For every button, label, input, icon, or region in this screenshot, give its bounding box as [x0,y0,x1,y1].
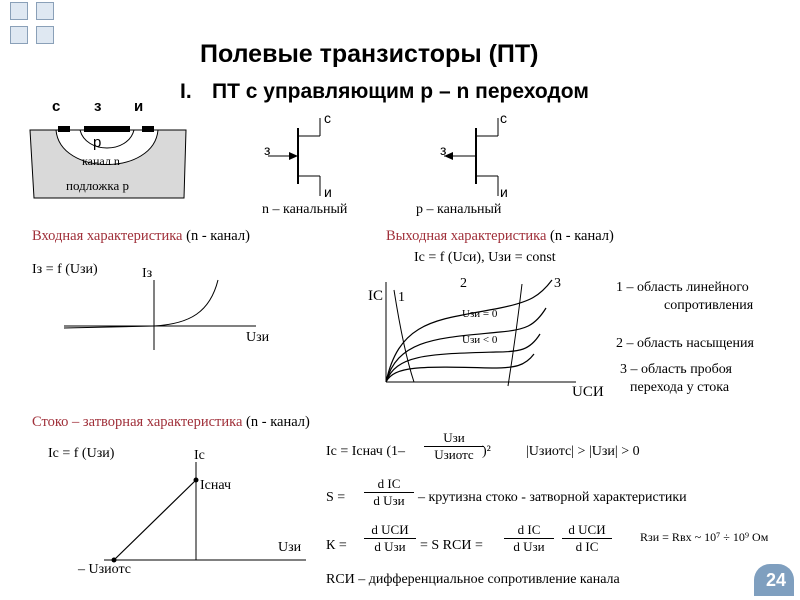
region-2-marker: 2 [460,276,467,291]
subtitle-number: I. [180,80,192,103]
deco-square [10,2,28,20]
structure-label-i: и [134,98,144,115]
deco-square [36,26,54,44]
transfer-char-heading-note: (n - канал) [246,414,310,430]
structure-label-channel: канал n [82,154,120,168]
input-char-formula: Iз = f (Uзи) [32,262,98,277]
transfer-char-heading-text: Стоко – затворная характеристика [32,414,243,430]
page-subtitle: ПТ с управляющим р – n переходом [212,80,589,103]
page-number: 24 [766,570,787,590]
output-char-y-label: IC [368,288,383,304]
drain-contact [142,126,154,132]
channel-resistance-definition: RСИ – дифференциальное сопротивление кан… [326,572,620,587]
input-char-heading-note: (n - канал) [186,228,250,244]
ic-fraction-denominator: Uзиотс [434,447,474,462]
structure-label-substrate: подложка р [66,178,129,193]
transfer-char-formula: Iс = f (Uзи) [48,446,115,461]
transfer-char-plot [104,462,306,563]
n-channel-jfet-symbol [268,118,321,196]
k-equation-fraction-3: d UСИ d IС [562,522,612,555]
output-char-formula: Iс = f (Uси), Uзи = const [414,250,556,265]
structure-label-z: з [94,98,102,115]
gate-contact [84,126,130,132]
curve-label-zero: Uзи = 0 [462,308,498,320]
n-channel-caption: n – канальный [262,202,348,217]
input-char-heading: Входная характеристика (n - канал) [32,228,250,245]
input-char-x-label: Uзи [246,330,270,345]
k-equation-fraction-2: d IС d Uзи [504,522,554,555]
ic-equation: Iс = Iснач (1– [326,444,405,459]
s-fraction-numerator: d IС [364,476,414,493]
input-char-y-label: Iз [142,266,153,281]
deco-square [10,26,28,44]
gate-region [79,129,135,149]
p-channel-caption: р – канальный [416,202,502,217]
transfer-char-heading: Стоко – затворная характеристика (n - ка… [32,414,310,431]
ic-fraction-numerator: Uзи [424,430,484,447]
input-resistance-note: Rзи = Rвх ~ 10⁷ ÷ 10⁹ Ом [640,530,769,544]
legend-region-1-line1: 1 – область линейного [616,280,749,295]
s-equation-fraction: d IС d Uзи [364,476,414,509]
legend-region-1-line2: сопротивления [664,298,754,313]
ic-equation-exponent: )² [482,444,491,459]
curve-label-negative: Uзи < 0 [462,334,498,346]
legend-region-3-line1: 3 – область пробоя [620,362,732,377]
s-equation-lhs: S = [326,490,346,505]
structure-label-c: с [52,98,61,115]
output-char-heading: Выходная характеристика (n - канал) [386,228,614,245]
n-symbol-label-z: з [264,142,271,158]
n-symbol-label-i: и [324,184,332,200]
p-symbol-label-i: и [500,184,508,200]
s-fraction-denominator: d Uзи [373,493,405,508]
jfet-structure-diagram [29,126,187,199]
p-symbol-label-z: з [440,142,447,158]
k-fraction-2-numerator: d IС [504,522,554,539]
transfer-char-x-label: Uзи [278,540,302,555]
output-char-plot [385,279,576,387]
legend-region-3-line2: перехода у стока [630,380,730,395]
k-equation-lhs: К = [326,538,347,553]
s-equation-description: – крутизна стоко - затворной характерист… [418,490,687,505]
region-1-marker: 1 [398,290,405,305]
structure-label-p: р [93,134,102,151]
transfer-char-y-label: Iс [194,448,205,463]
k-fraction-2-denominator: d Uзи [513,539,545,554]
page-title: Полевые транзисторы (ПТ) [200,40,539,68]
output-char-x-label: UСИ [572,384,604,400]
region-3-marker: 3 [554,276,561,291]
p-channel-jfet-symbol [444,118,499,196]
legend-region-2: 2 – область насыщения [616,336,754,351]
k-fraction-3-numerator: d UСИ [562,522,612,539]
output-char-heading-note: (n - канал) [550,228,614,244]
k-fraction-1-numerator: d UСИ [364,522,416,539]
deco-square [36,2,54,20]
output-char-heading-text: Выходная характеристика [386,228,547,244]
ic-equation-fraction: Uзи Uзиотс [424,430,484,463]
transfer-char-isat-label: Iснач [200,478,232,493]
transfer-char-uoff-label: – Uзиотс [78,562,131,577]
page-number-badge: 24 [754,564,794,596]
validity-condition: |Uзиотс| > |Uзи| > 0 [526,444,640,459]
source-contact [58,126,70,132]
p-symbol-label-c: с [500,110,507,126]
input-char-heading-text: Входная характеристика [32,228,183,244]
k-equation-fraction-1: d UСИ d Uзи [364,522,416,555]
input-char-plot [63,279,256,350]
k-equation-middle: = S RСИ = [420,538,483,553]
n-symbol-label-c: с [324,110,331,126]
k-fraction-1-denominator: d Uзи [374,539,406,554]
k-fraction-3-denominator: d IС [575,539,599,554]
